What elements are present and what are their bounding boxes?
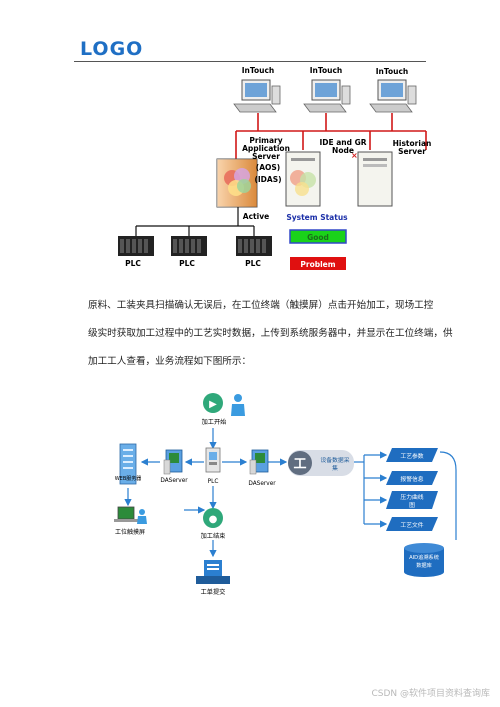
plc-label: PLC <box>245 259 261 268</box>
flow-connectors <box>124 428 388 558</box>
person-icon <box>231 394 245 416</box>
plc-device-icon <box>205 447 221 473</box>
person-icon: ● <box>209 514 218 525</box>
touch-screen-icon <box>114 506 147 524</box>
intouch-label: InTouch <box>310 66 343 75</box>
db-item-process-files: 工艺文件 <box>386 517 438 531</box>
historian-label-line: Server <box>398 147 426 156</box>
plc-label: PLC <box>125 259 141 268</box>
active-label: Active <box>243 212 269 221</box>
watermark: CSDN @软件项目资料查询库 <box>371 689 490 699</box>
status-good-label: Good <box>307 233 329 242</box>
aos-label-line: Application <box>242 144 290 153</box>
daserver-left-label: DAServer <box>160 478 188 484</box>
header-divider <box>74 61 426 62</box>
device-label-line: 集 <box>332 464 338 472</box>
db-label-line: 数据库 <box>416 561 432 569</box>
svg-text:工艺文件: 工艺文件 <box>400 521 423 529</box>
intouch-workstation-icon <box>233 79 281 113</box>
daserver-left-icon <box>163 449 183 475</box>
touch-screen-label: 工位触摸屏 <box>115 528 145 536</box>
device-label-line: 设备数据采 <box>321 456 350 464</box>
aos-server-icon <box>216 158 258 208</box>
ide-label-line: Node <box>332 146 354 155</box>
end-circle-icon <box>203 508 223 528</box>
aos-tag: (AOS) <box>256 163 280 172</box>
db-item-alarm-info: 报警信息 <box>386 471 438 485</box>
intouch-label: InTouch <box>376 67 409 76</box>
plc-rack-icon <box>118 236 154 256</box>
db-item-pressure-curve: 压力曲线 图 <box>386 491 438 509</box>
plc-label: PLC <box>179 259 195 268</box>
db-bracket <box>439 451 457 540</box>
daserver-right-icon <box>249 449 269 475</box>
status-problem-label: Problem <box>300 260 335 269</box>
intouch-workstation-icon <box>303 79 351 113</box>
plc-rack-icon <box>236 236 272 256</box>
architecture-diagram: InTouch InTouch InTouch Primary Applicat… <box>118 66 432 270</box>
body-text-line: 原料、工装夹具扫描确认无误后，在工位终端（触摸屏）点击开始加工，现场工控 <box>88 300 434 311</box>
start-circle-icon <box>203 393 223 413</box>
system-status-title: System Status <box>286 213 348 222</box>
database-cylinder-icon <box>404 543 444 577</box>
ide-server-icon <box>285 151 321 207</box>
svg-text:工艺参数: 工艺参数 <box>400 452 423 460</box>
intouch-label: InTouch <box>242 66 275 75</box>
document-tray-icon <box>196 560 230 584</box>
play-icon: ▶ <box>209 399 217 410</box>
aos-label-line: Primary <box>249 136 282 145</box>
ide-label-line: IDE and GR <box>319 138 366 147</box>
tool-icon: 工 <box>293 457 306 472</box>
submit-label: 工单提交 <box>201 588 226 596</box>
plc-bus-lines <box>135 207 255 236</box>
intouch-workstation-icon <box>369 79 417 113</box>
db-label-line: AID追溯系统 <box>409 553 439 561</box>
daserver-right-label: DAServer <box>248 481 276 487</box>
body-text-line: 级实时获取加工过程中的工艺实时数据，上传到系统服务器中，并显示在工位终端，供 <box>88 328 453 339</box>
web-server-icon <box>119 443 137 485</box>
svg-text:压力曲线: 压力曲线 <box>400 493 423 501</box>
end-label: 加工结束 <box>201 532 226 540</box>
red-network-lines <box>235 113 427 160</box>
historian-server-icon <box>357 151 393 207</box>
svg-text:图: 图 <box>409 501 415 509</box>
plc-rack-icon <box>171 236 207 256</box>
idas-tag: (IDAS) <box>254 175 281 184</box>
device-collection-icon <box>288 451 312 475</box>
status-good-swatch <box>289 229 347 244</box>
close-icon: × <box>351 151 358 160</box>
body-text-line: 加工工人查看，业务流程如下图所示： <box>88 356 252 367</box>
start-label: 加工开始 <box>202 418 227 426</box>
status-problem-swatch <box>290 257 346 270</box>
web-server-label: WEB服务器 <box>115 475 142 482</box>
aos-label-line: Server <box>252 152 280 161</box>
plc-label: PLC <box>208 479 219 485</box>
db-item-process-params: 工艺参数 <box>386 448 438 462</box>
logo: LOGO <box>80 38 144 60</box>
historian-label-line: Historian <box>393 139 432 148</box>
svg-text:报警信息: 报警信息 <box>400 475 423 483</box>
